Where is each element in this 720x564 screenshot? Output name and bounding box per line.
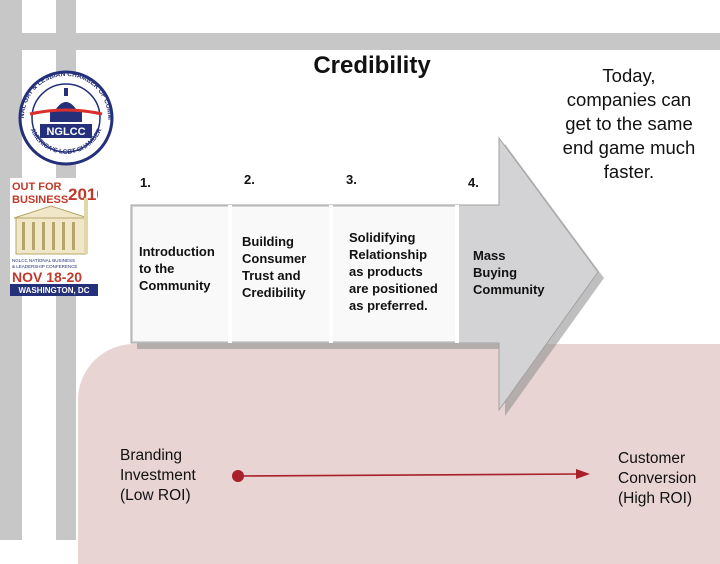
logo-name: NGLCC bbox=[46, 126, 85, 138]
badge-subtitle1: NGLCC NATIONAL BUSINESS bbox=[12, 258, 75, 263]
event-badge-art: OUT FOR BUSINESS 2010 NGLCC NATIONAL BUS… bbox=[10, 178, 106, 296]
step-number-4: 4. bbox=[468, 175, 479, 190]
badge-line1: OUT FOR bbox=[12, 181, 62, 193]
top-gray-bar bbox=[0, 33, 720, 50]
badge-subtitle2: & LEADERSHIP CONFERENCE bbox=[12, 264, 77, 269]
event-badge: OUT FOR BUSINESS 2010 NGLCC NATIONAL BUS… bbox=[10, 178, 106, 296]
step-text-3: Solidifying Relationship as products are… bbox=[349, 230, 438, 313]
roi-arrowhead bbox=[576, 469, 590, 479]
process-arrow bbox=[130, 136, 604, 416]
step-text-1: Introduction to the Community bbox=[139, 244, 215, 293]
badge-dates: NOV 18-20 bbox=[12, 269, 82, 285]
nglcc-logo: NATIONAL GAY & LESBIAN CHAMBER OF COMMER… bbox=[6, 62, 114, 166]
roi-line bbox=[232, 469, 590, 482]
badge-line2: BUSINESS bbox=[12, 194, 68, 206]
step-number-1: 1. bbox=[140, 175, 151, 190]
step-text-2: Building Consumer Trust and Credibility bbox=[242, 234, 307, 300]
slide-title: Credibility bbox=[313, 52, 431, 79]
step-number-2: 2. bbox=[244, 172, 255, 187]
badge-year: 2010 bbox=[68, 185, 98, 204]
step-number-3: 3. bbox=[346, 172, 357, 187]
left-roi-label: Branding Investment (Low ROI) bbox=[120, 447, 196, 504]
right-roi-label: Customer Conversion (High ROI) bbox=[618, 450, 697, 507]
roi-start-dot bbox=[232, 470, 244, 482]
side-note: Today, companies can get to the same end… bbox=[562, 65, 696, 182]
badge-city: WASHINGTON, DC bbox=[19, 286, 90, 295]
roi-panel bbox=[78, 344, 720, 564]
step-text-4: Mass Buying Community bbox=[473, 248, 545, 297]
